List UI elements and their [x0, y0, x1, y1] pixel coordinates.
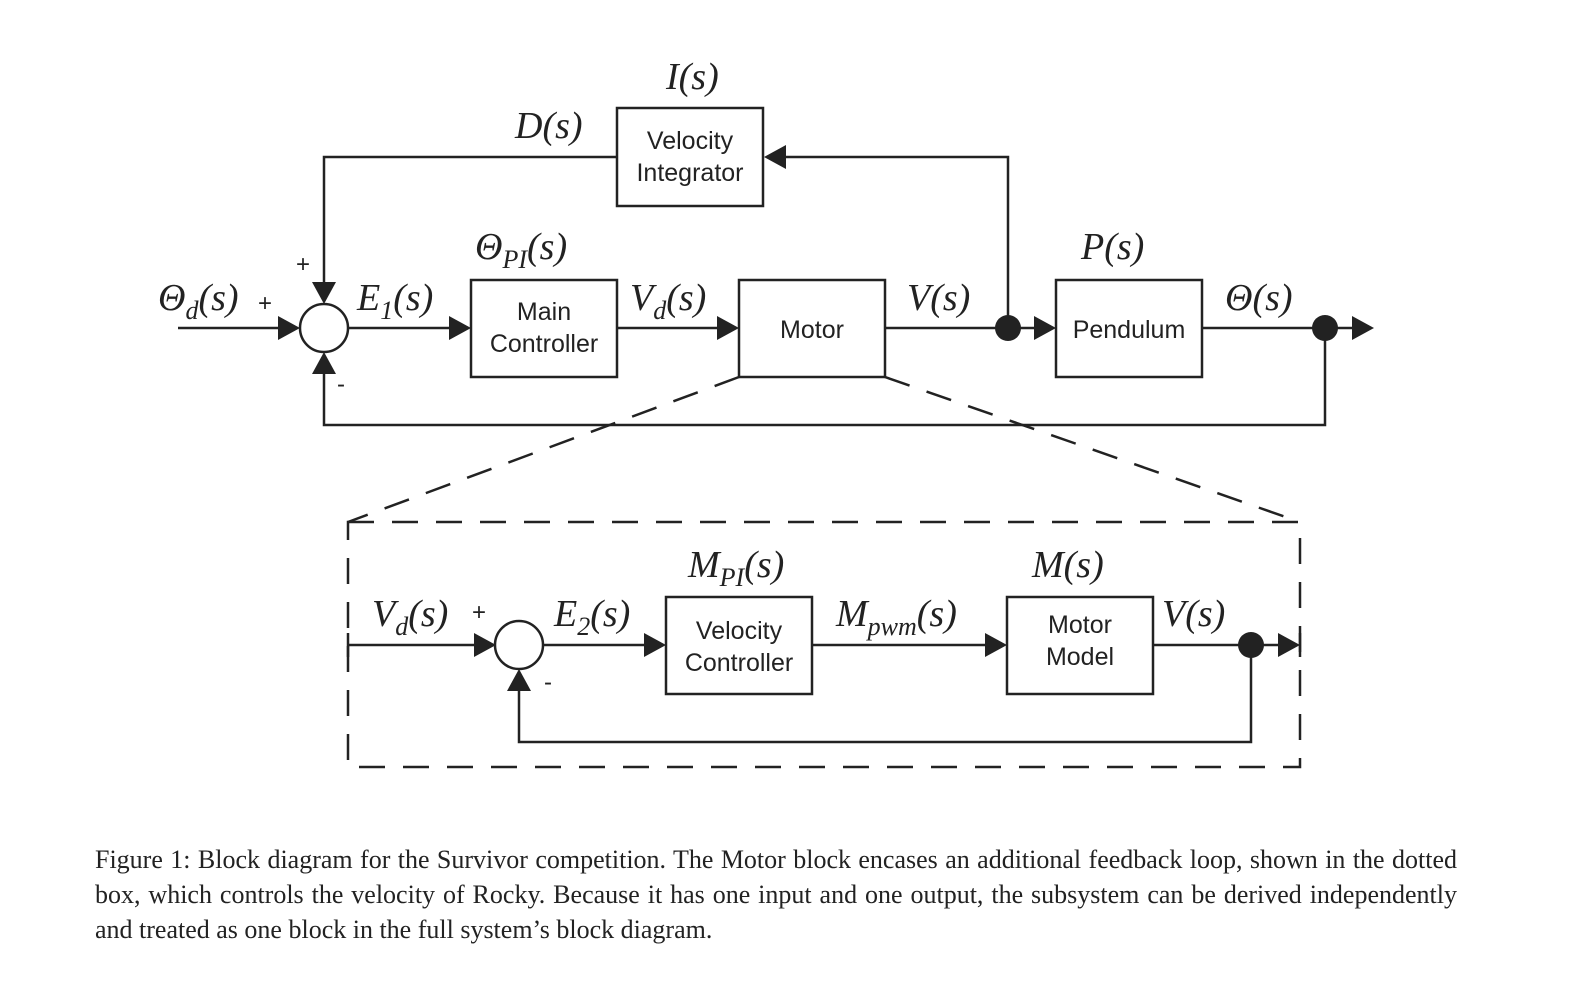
inner-summer-bottom-arrow — [507, 669, 531, 691]
m-pwm-signal-label: Mpwm(s) — [835, 593, 957, 641]
m-pi-signal-label: MPI(s) — [687, 544, 784, 592]
motor-label: Motor — [780, 316, 844, 344]
figure-caption: Figure 1: Block diagram for the Survivor… — [95, 845, 1457, 944]
summing-junction-outer — [298, 302, 350, 354]
d-signal-label: D(s) — [514, 105, 583, 147]
vd-inner-signal-label: Vd(s) — [372, 593, 448, 641]
i-signal-label: I(s) — [665, 56, 719, 98]
zoom-line-left — [347, 375, 740, 524]
main-controller-label-line2: Controller — [490, 330, 598, 358]
zoom-line-right — [884, 375, 1301, 524]
outer-top-plus-sign: + — [296, 251, 310, 278]
summer-top-arrow — [312, 282, 336, 304]
theta-feedback-wire — [322, 328, 1327, 427]
motor-input-arrow — [717, 316, 739, 340]
outer-left-plus-sign: + — [258, 290, 272, 317]
inner-summer-input-arrow — [474, 633, 496, 657]
velocity-integrator-block — [615, 106, 765, 208]
vd-outer-signal-label: Vd(s) — [630, 277, 706, 325]
inner-minus-sign: - — [544, 669, 552, 696]
motor-model-label-line2: Model — [1046, 643, 1114, 671]
inner-feedback-wire — [517, 645, 1253, 744]
e2-signal-label: E2(s) — [553, 593, 630, 641]
pendulum-block — [1054, 278, 1204, 379]
main-controller-block — [469, 278, 619, 379]
e1-signal-label: E1(s) — [356, 277, 433, 325]
p-signal-label: P(s) — [1080, 226, 1144, 268]
velocity-integrator-label-line1: Velocity — [647, 127, 734, 155]
integrator-input-wire — [786, 155, 1010, 328]
velocity-integrator-label-line2: Integrator — [636, 159, 743, 187]
output-arrow — [1352, 316, 1374, 340]
theta-d-signal-label: Θd(s) — [158, 277, 239, 325]
block-diagram: Main Controller Motor Pendulum Velocity … — [158, 56, 1374, 769]
velocity-controller-input-arrow — [644, 633, 666, 657]
main-controller-input-arrow — [449, 316, 471, 340]
velocity-controller-label-line2: Controller — [685, 649, 793, 677]
motor-model-input-arrow — [985, 633, 1007, 657]
integrator-input-arrow — [764, 145, 786, 169]
inner-plus-sign: + — [472, 599, 486, 626]
velocity-controller-block — [664, 595, 814, 696]
summer-input-arrow — [278, 316, 300, 340]
inner-output-arrow — [1278, 633, 1300, 657]
theta-signal-label: Θ(s) — [1225, 277, 1293, 319]
velocity-controller-label-line1: Velocity — [696, 617, 783, 645]
summer-bottom-arrow — [312, 352, 336, 374]
pendulum-label: Pendulum — [1073, 316, 1186, 344]
pendulum-input-arrow — [1034, 316, 1056, 340]
main-controller-label-line1: Main — [517, 298, 571, 326]
summing-junction-inner — [493, 619, 545, 671]
outer-minus-sign: - — [337, 371, 345, 398]
motor-model-label-line1: Motor — [1048, 611, 1112, 639]
d-wire — [322, 155, 617, 282]
v-outer-signal-label: V(s) — [907, 277, 970, 319]
theta-pi-signal-label: ΘPI(s) — [475, 226, 567, 274]
m-signal-label: M(s) — [1031, 544, 1104, 586]
v-inner-signal-label: V(s) — [1162, 593, 1225, 635]
